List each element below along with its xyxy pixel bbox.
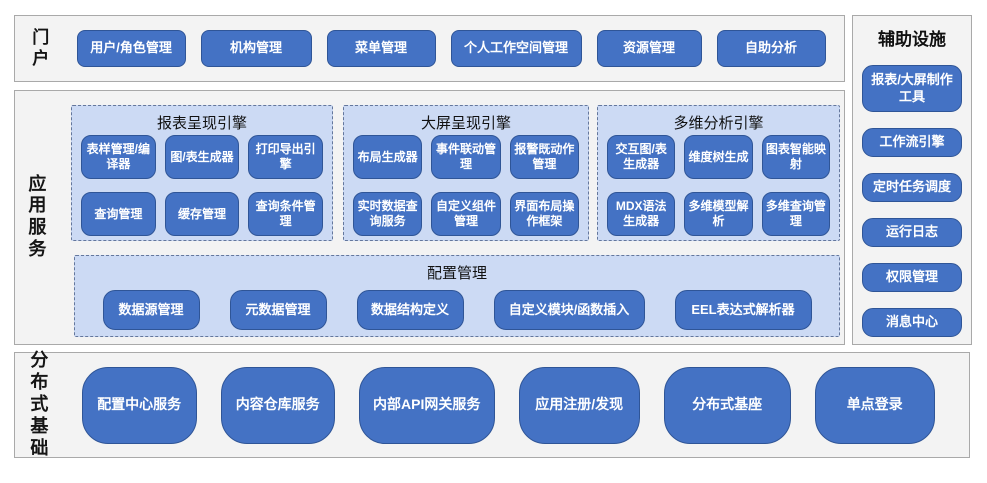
engine-button[interactable]: 多维模型解析 (684, 192, 753, 236)
config-button[interactable]: 数据源管理 (102, 290, 200, 330)
engine-button[interactable]: 事件联动管理 (431, 135, 501, 179)
auxiliary-button[interactable]: 报表/大屏制作工具 (862, 65, 962, 112)
engine-button[interactable]: 布局生成器 (353, 135, 423, 179)
portal-button[interactable]: 个人工作空间管理 (450, 30, 582, 67)
section-app-services: 应用服务 报表呈现引擎 表样管理/编译器 图/表生成器 打印导出引擎 查询管理 … (14, 90, 845, 345)
distributed-buttons: 配置中心服务 内容仓库服务 内部API网关服务 应用注册/发现 分布式基座 单点… (81, 366, 935, 444)
distributed-button[interactable]: 配置中心服务 (81, 366, 197, 444)
engine-button[interactable]: 维度树生成 (684, 135, 753, 179)
distributed-button[interactable]: 分布式基座 (663, 366, 791, 444)
auxiliary-button[interactable]: 工作流引擎 (862, 128, 962, 157)
distributed-label: 分布式基础 (30, 350, 49, 458)
engine-buttons: 表样管理/编译器 图/表生成器 打印导出引擎 查询管理 缓存管理 查询条件管理 (72, 133, 332, 246)
portal-button[interactable]: 自助分析 (716, 30, 826, 67)
panel-bigscreen-engine: 大屏呈现引擎 布局生成器 事件联动管理 报警既动作管理 实时数据查询服务 自定义… (343, 105, 589, 241)
section-distributed-base: 分布式基础 配置中心服务 内容仓库服务 内部API网关服务 应用注册/发现 分布… (14, 350, 970, 458)
panel-title: 多维分析引擎 (673, 115, 764, 132)
portal-button[interactable]: 机构管理 (200, 30, 312, 67)
distributed-button[interactable]: 内部API网关服务 (358, 366, 495, 444)
engine-button[interactable]: 打印导出引擎 (248, 135, 323, 179)
distributed-button[interactable]: 应用注册/发现 (518, 366, 640, 444)
engine-button[interactable]: 图/表生成器 (164, 135, 240, 179)
portal-buttons: 用户/角色管理 机构管理 菜单管理 个人工作空间管理 资源管理 自助分析 (76, 30, 826, 67)
section-auxiliary: 辅助设施 报表/大屏制作工具 工作流引擎 定时任务调度 运行日志 权限管理 消息… (852, 15, 972, 345)
auxiliary-buttons: 报表/大屏制作工具 工作流引擎 定时任务调度 运行日志 权限管理 消息中心 (862, 65, 962, 337)
engine-button[interactable]: 交互图/表生成器 (607, 135, 676, 179)
panel-title: 大屏呈现引擎 (420, 115, 511, 132)
engine-button[interactable]: 多维查询管理 (761, 192, 830, 236)
config-button[interactable]: 自定义模块/函数插入 (493, 290, 645, 330)
engine-button[interactable]: 界面布局操作框架 (509, 192, 579, 236)
panel-report-engine: 报表呈现引擎 表样管理/编译器 图/表生成器 打印导出引擎 查询管理 缓存管理 … (71, 105, 333, 241)
engine-button[interactable]: 查询条件管理 (248, 192, 323, 236)
engine-buttons: 布局生成器 事件联动管理 报警既动作管理 实时数据查询服务 自定义组件管理 界面… (344, 133, 588, 246)
portal-label: 门户 (32, 27, 50, 68)
config-buttons: 数据源管理 元数据管理 数据结构定义 自定义模块/函数插入 EEL表达式解析器 (75, 284, 839, 330)
engine-button[interactable]: 查询管理 (81, 192, 156, 236)
distributed-button[interactable]: 单点登录 (814, 366, 935, 444)
portal-button[interactable]: 用户/角色管理 (76, 30, 186, 67)
config-button[interactable]: 数据结构定义 (356, 290, 464, 330)
engine-button[interactable]: 报警既动作管理 (509, 135, 579, 179)
portal-button[interactable]: 菜单管理 (326, 30, 436, 67)
engine-button[interactable]: MDX语法生成器 (607, 192, 676, 236)
portal-button[interactable]: 资源管理 (596, 30, 702, 67)
section-portal: 门户 用户/角色管理 机构管理 菜单管理 个人工作空间管理 资源管理 自助分析 (14, 15, 845, 82)
auxiliary-button[interactable]: 运行日志 (862, 218, 962, 247)
panel-title: 报表呈现引擎 (156, 115, 247, 132)
engine-button[interactable]: 实时数据查询服务 (353, 192, 423, 236)
config-button[interactable]: 元数据管理 (229, 290, 327, 330)
engine-button[interactable]: 图表智能映射 (761, 135, 830, 179)
auxiliary-button[interactable]: 消息中心 (862, 308, 962, 337)
engine-button[interactable]: 表样管理/编译器 (81, 135, 156, 179)
engine-button[interactable]: 自定义组件管理 (431, 192, 501, 236)
app-services-label: 应用服务 (28, 173, 47, 260)
auxiliary-title: 辅助设施 (878, 30, 946, 49)
distributed-button[interactable]: 内容仓库服务 (220, 366, 335, 444)
panel-title: 配置管理 (426, 265, 487, 282)
auxiliary-button[interactable]: 定时任务调度 (862, 173, 962, 202)
config-button[interactable]: EEL表达式解析器 (674, 290, 812, 330)
panel-olap-engine: 多维分析引擎 交互图/表生成器 维度树生成 图表智能映射 MDX语法生成器 多维… (597, 105, 840, 241)
engine-button[interactable]: 缓存管理 (164, 192, 240, 236)
panel-config-management: 配置管理 数据源管理 元数据管理 数据结构定义 自定义模块/函数插入 EEL表达… (74, 255, 840, 337)
engine-buttons: 交互图/表生成器 维度树生成 图表智能映射 MDX语法生成器 多维模型解析 多维… (598, 133, 839, 246)
auxiliary-button[interactable]: 权限管理 (862, 263, 962, 292)
